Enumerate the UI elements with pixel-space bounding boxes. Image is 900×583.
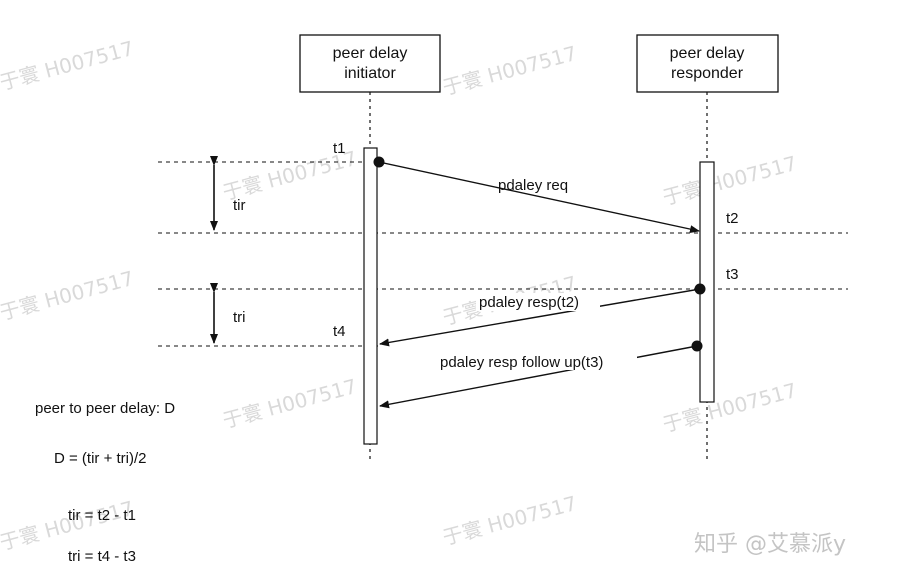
req-message-arrow xyxy=(378,161,700,234)
responder-box xyxy=(636,34,779,93)
formula-d: D = (tir + tri)/2 xyxy=(54,450,147,467)
responder-label-line1: peer delay xyxy=(670,45,745,62)
t3-label: t3 xyxy=(726,266,739,283)
watermark-text: 于寰 H007517 xyxy=(220,374,359,433)
follow-up-label-backdrop xyxy=(437,352,637,370)
initiator-label-line2: initiator xyxy=(344,65,396,82)
credit-watermark: 知乎 @艾慕派y xyxy=(694,532,846,557)
watermark-text: 于寰 H007517 xyxy=(440,41,579,100)
t2-label: t2 xyxy=(726,210,739,227)
responder-label-line2: responder xyxy=(671,65,744,82)
t4-label: t4 xyxy=(333,323,346,340)
formula-tri: tri = t4 - t3 xyxy=(68,548,136,565)
watermark-text: 于寰 H007517 xyxy=(0,266,136,325)
watermark-text: 于寰 H007517 xyxy=(660,151,799,210)
initiator-activation-bar xyxy=(363,147,378,445)
watermark-text: 于寰 H007517 xyxy=(0,36,136,95)
initiator-label-line1: peer delay xyxy=(333,45,408,62)
t1-label: t1 xyxy=(333,140,346,157)
resp-label-backdrop xyxy=(476,293,600,311)
initiator-box xyxy=(299,34,441,93)
formula-heading: peer to peer delay: D xyxy=(35,400,175,417)
watermark-text: 于寰 H007517 xyxy=(0,496,136,555)
formula-tir: tir = t2 - t1 xyxy=(68,507,136,524)
responder-activation-bar xyxy=(699,161,715,403)
follow-up-message-label: pdaley resp follow up(t3) xyxy=(440,354,603,371)
tir-label: tir xyxy=(233,197,246,214)
req-message-label: pdaley req xyxy=(498,177,568,194)
watermark-text: 于寰 H007517 xyxy=(440,491,579,550)
follow-up-message-arrow xyxy=(379,345,698,409)
resp-message-label: pdaley resp(t2) xyxy=(479,294,579,311)
tri-label: tri xyxy=(233,309,246,326)
resp-message-arrow xyxy=(379,288,701,347)
watermark-text: 于寰 H007517 xyxy=(660,378,799,437)
watermark-layer: 于寰 H007517 于寰 H007517 于寰 H007517 于寰 H007… xyxy=(0,36,799,555)
